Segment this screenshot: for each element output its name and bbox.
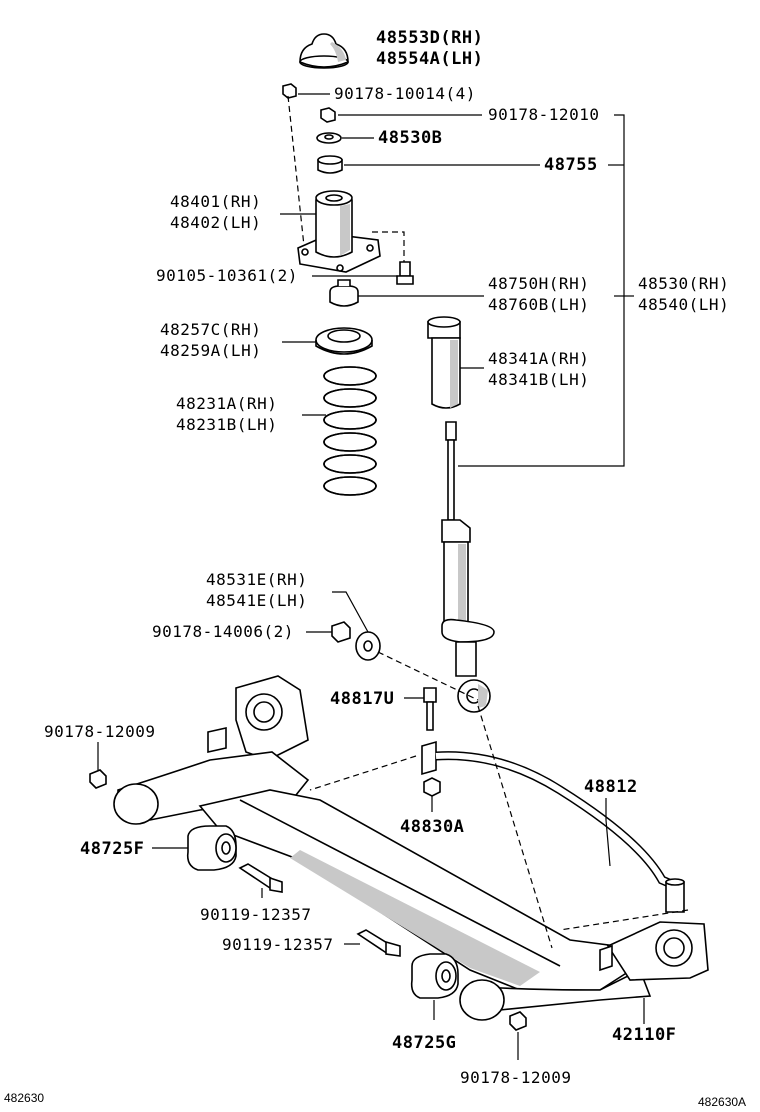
bushing-48725f-part: [186, 825, 237, 871]
label-48541e: 48541E(LH): [206, 591, 307, 610]
label-48231a: 48231A(RH): [176, 394, 277, 413]
bolt-90119-b-part: [356, 929, 401, 957]
label-48540: 48540(LH): [638, 295, 729, 314]
nut-12009-top-part: [89, 769, 107, 789]
axle-beam-part: [113, 675, 709, 1021]
label-90178-10014: 90178-10014(4): [334, 84, 476, 103]
label-48750h: 48750H(RH): [488, 274, 589, 293]
label-48402: 48402(LH): [170, 213, 261, 232]
spring-insulator-part: [315, 327, 373, 355]
footer-left-code: 482630: [4, 1091, 44, 1105]
assembly-dashed-lines: [287, 95, 689, 949]
label-48755: 48755: [544, 155, 598, 175]
label-48530: 48530(RH): [638, 274, 729, 293]
label-90178-12010: 90178-12010: [488, 105, 599, 124]
label-48530b: 48530B: [378, 128, 442, 148]
coil-spring-part: [323, 366, 377, 496]
label-48259a: 48259A(LH): [160, 341, 261, 360]
label-90178-12009-top: 90178-12009: [44, 722, 155, 741]
nut-12009-bot-part: [509, 1011, 527, 1031]
nut-48830a-part: [423, 777, 441, 797]
label-48725f: 48725F: [80, 839, 144, 859]
washer-48531e-part: [355, 631, 381, 661]
label-90178-12009-bot: 90178-12009: [460, 1068, 571, 1087]
nut-10014-part: [282, 83, 297, 99]
shock-absorber-part: [441, 421, 495, 713]
bolt-90119-a-part: [238, 863, 283, 893]
dust-boot-part: [427, 316, 461, 409]
footer-right-code: 482630A: [698, 1095, 746, 1109]
label-48817u: 48817U: [330, 689, 394, 709]
label-48341a: 48341A(RH): [488, 349, 589, 368]
bushing-48755-part: [317, 155, 343, 174]
label-48531e: 48531E(RH): [206, 570, 307, 589]
washer-48530b-part: [316, 132, 342, 144]
bound-stopper-part: [329, 279, 359, 307]
bolt-90105-part: [396, 261, 414, 285]
nut-12010-part: [320, 107, 336, 123]
label-48830a: 48830A: [400, 817, 464, 837]
label-48725g: 48725G: [392, 1033, 456, 1053]
label-90119-12357-a: 90119-12357: [200, 905, 311, 924]
nut-14006-part: [331, 621, 351, 643]
label-48553d: 48553D(RH): [376, 28, 483, 48]
label-48760b: 48760B(LH): [488, 295, 589, 314]
dust-cap-part: [299, 33, 349, 69]
label-48401: 48401(RH): [170, 192, 261, 211]
part-number-labels: 48553D(RH) 48554A(LH) 90178-10014(4) 901…: [4, 28, 746, 1109]
label-48812: 48812: [584, 777, 638, 797]
bushing-48725g-part: [410, 953, 459, 999]
stabilizer-bar-part: [421, 740, 685, 913]
label-48231b: 48231B(LH): [176, 415, 277, 434]
leader-lines: [97, 93, 645, 1060]
label-90119-12357-b: 90119-12357: [222, 935, 333, 954]
label-90105-10361: 90105-10361(2): [156, 266, 298, 285]
support-mount-part: [297, 190, 381, 273]
label-90178-14006: 90178-14006(2): [152, 622, 294, 641]
label-48554a: 48554A(LH): [376, 49, 483, 69]
label-42110f: 42110F: [612, 1025, 676, 1045]
label-48257c: 48257C(RH): [160, 320, 261, 339]
label-48341b: 48341B(LH): [488, 370, 589, 389]
bolt-48817u-part: [423, 687, 437, 731]
